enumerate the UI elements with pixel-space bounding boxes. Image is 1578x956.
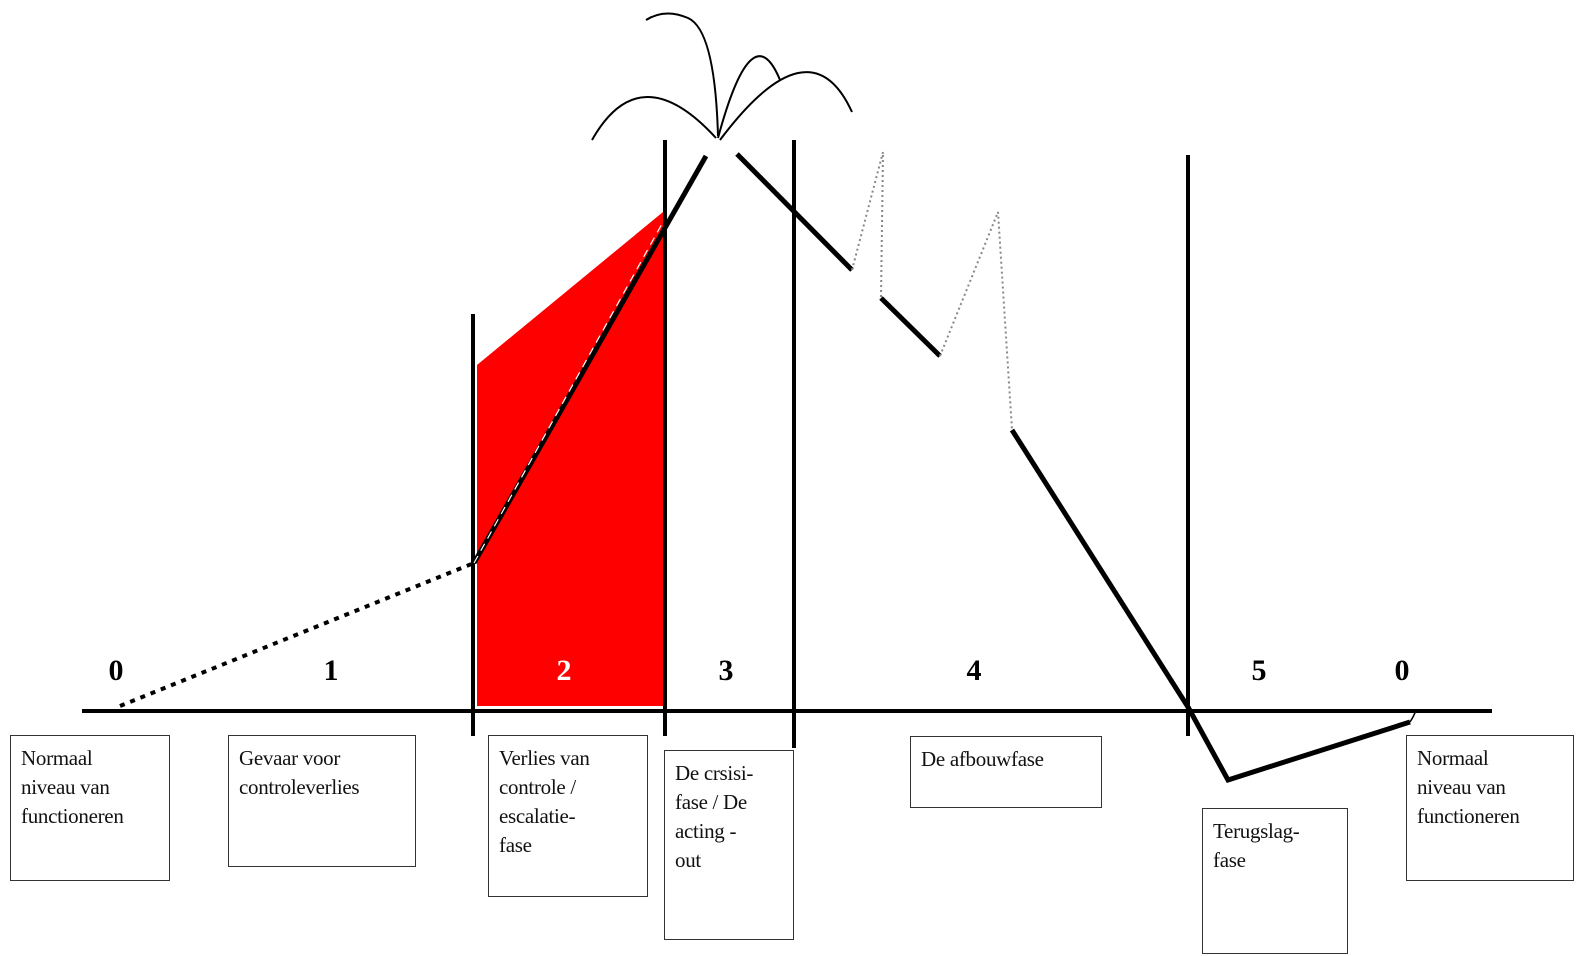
escalation-area <box>477 212 663 706</box>
return-curl <box>1409 709 1417 723</box>
phase-label-0-start: Normaal niveau van functioneren <box>10 735 170 881</box>
eruption-curve-right <box>719 71 853 141</box>
phase-number-0-end: 0 <box>1394 654 1410 687</box>
afbouw-segment-1 <box>879 296 942 358</box>
relapse-spike-dotted-2 <box>939 211 1013 431</box>
risk-dotted-line <box>119 561 475 708</box>
crisis-descent-line <box>735 152 854 272</box>
eruption-curve-left <box>591 96 717 141</box>
phase-label-0-end: Normaal niveau van functioneren <box>1406 735 1574 881</box>
phase-number-1: 1 <box>323 654 339 687</box>
escalation-line-dash <box>473 221 664 564</box>
phase-label-3: De crsisi- fase / De acting - out <box>664 750 794 940</box>
eruption-curve-center <box>645 12 719 137</box>
phase-number-0-start: 0 <box>108 654 124 687</box>
eruption-curve-middle <box>717 55 781 139</box>
phase-number-3: 3 <box>718 654 734 687</box>
phase-label-5: Terugslag- fase <box>1202 808 1348 954</box>
phase-label-2: Verlies van controle / escalatie- fase <box>488 735 648 897</box>
relapse-spike-dotted-1 <box>851 151 884 299</box>
phase-label-1: Gevaar voor controleverlies <box>228 735 416 867</box>
phase-number-5: 5 <box>1251 654 1267 687</box>
phase-number-2: 2 <box>556 654 572 687</box>
phase-number-4: 4 <box>966 654 982 687</box>
phase-label-4: De afbouwfase <box>910 736 1102 808</box>
afbouw-segment-2 <box>1009 428 1191 709</box>
escalation-line <box>471 154 709 565</box>
terugslag-line <box>1185 705 1411 784</box>
